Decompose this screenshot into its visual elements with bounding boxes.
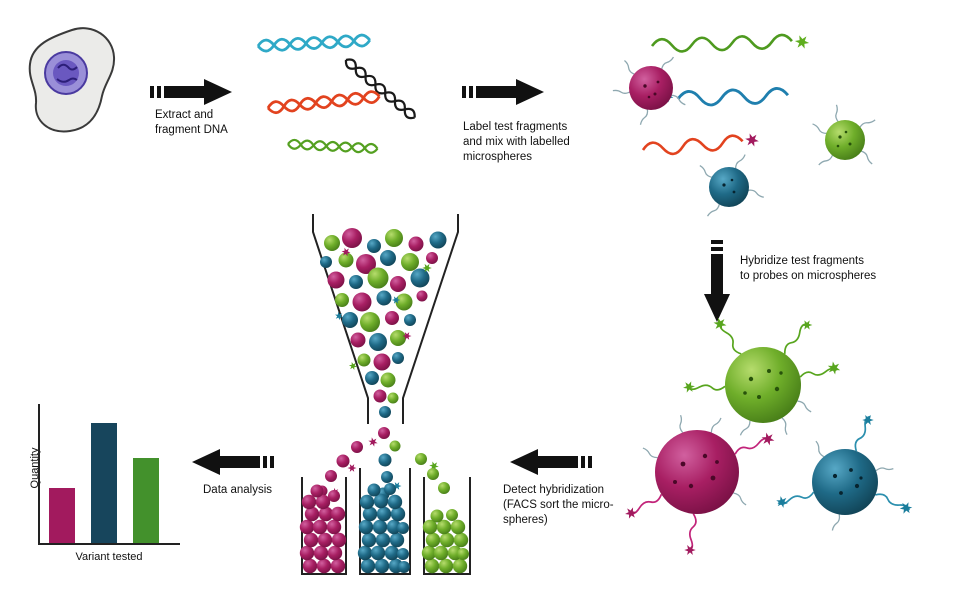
chart-x-axis-label: Variant tested [75,551,143,563]
step5-label: Data analysis [203,484,273,496]
step1-label: Extract and fragment DNA [155,109,228,136]
results-bar-chart: Quantity Variant tested [28,400,192,574]
labelled-fragment-red [641,133,745,158]
dna-fragment-green [286,138,379,155]
bar-variant-2 [91,423,117,543]
step2-label: Label test fragments and mix with labell… [463,121,570,163]
chart-plot-area [38,404,180,545]
microsphere-green [810,104,876,169]
sorted-streams [316,427,450,501]
hybridized-microsphere-green [682,317,843,438]
hybridized-microsphere-crimson [624,414,776,555]
hybridized-microsphere-teal [774,414,913,533]
bar-variant-3 [133,458,159,543]
tube-contents-teal [357,483,410,574]
tube-contents-crimson [299,484,347,574]
arrow-extract [150,79,232,105]
arrow-label-mix [462,79,544,105]
dna-fragments [256,33,419,155]
tube-teal [359,468,411,575]
bar-variant-1 [49,488,75,543]
label-star-green [794,34,810,50]
tube-contents-green [421,509,469,574]
step4-label: Detect hybridization (FACS sort the micr… [503,484,614,526]
step3-label: Hybridize test fragments to probes on mi… [740,255,877,282]
labelled-mix [612,33,876,220]
microsphere-teal [696,152,766,220]
arrow-data-analysis [192,449,274,475]
dna-fragment-black [342,55,419,123]
dna-fragment-red [266,89,382,115]
labelled-fragment-blue [676,86,790,108]
label-star-crimson [744,132,760,148]
cell-illustration [28,27,116,133]
arrow-hybridize [704,240,730,322]
dna-fragment-cyan [256,33,372,53]
microsphere-crimson [612,54,688,127]
arrow-detect [510,449,592,475]
hybridized-microspheres [624,317,913,555]
labelled-fragment-green [650,33,794,54]
